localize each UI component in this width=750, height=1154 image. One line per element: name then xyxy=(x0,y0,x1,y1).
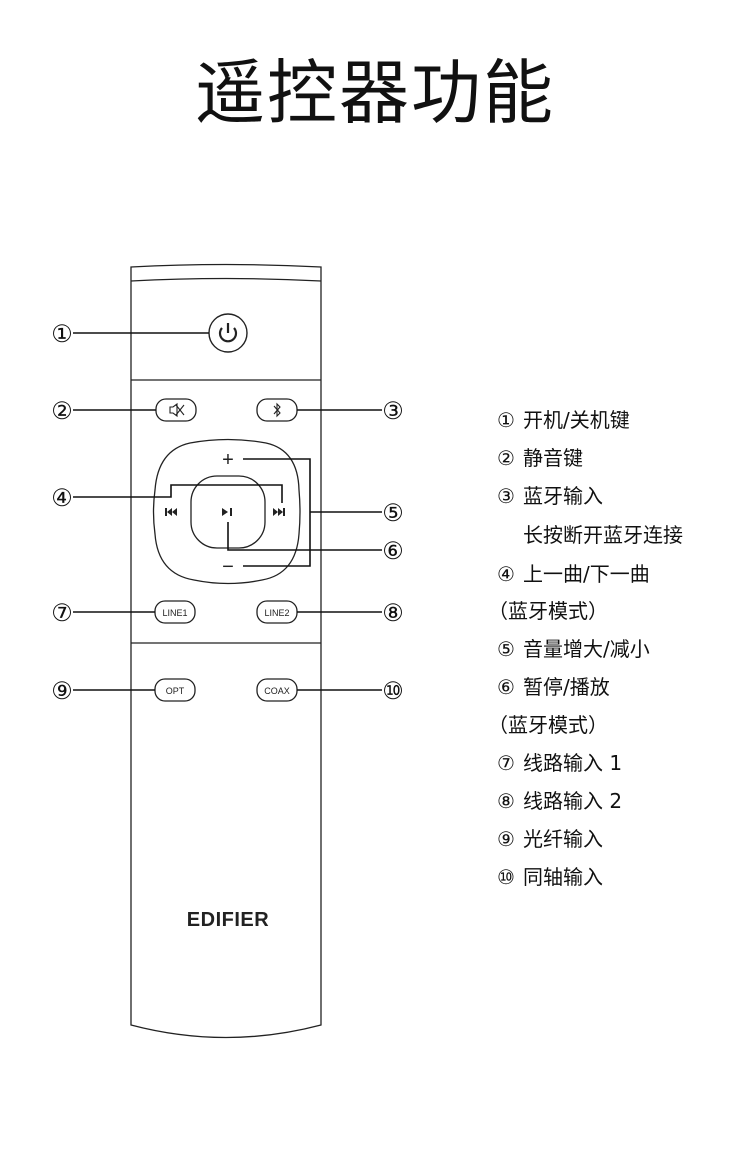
legend-number: ⑥ xyxy=(497,675,515,699)
opt-button[interactable]: OPT xyxy=(154,678,196,702)
legend-item: ② 静音键 xyxy=(497,448,583,468)
callout-6: ⑥ xyxy=(382,538,404,565)
previous-icon xyxy=(165,508,177,516)
legend-item: （蓝牙模式） xyxy=(488,715,608,735)
legend-text: 暂停/播放 xyxy=(523,675,610,699)
svg-text:LINE2: LINE2 xyxy=(264,608,289,618)
callout-9: ⑨ xyxy=(51,678,73,705)
mute-icon xyxy=(169,402,185,418)
legend-text: 上一曲/下一曲 xyxy=(523,562,650,586)
power-icon xyxy=(218,323,238,343)
brand-logo: EDIFIER xyxy=(187,909,269,931)
bluetooth-icon xyxy=(273,402,281,418)
bluetooth-button[interactable] xyxy=(256,398,298,422)
legend-item: ⑨ 光纤输入 xyxy=(497,829,603,849)
legend-text: 线路输入 2 xyxy=(523,789,623,813)
power-button[interactable] xyxy=(208,313,248,353)
legend-text: （蓝牙模式） xyxy=(488,713,608,737)
volume-down-button[interactable]: − xyxy=(222,556,234,578)
volume-up-button[interactable]: + xyxy=(222,449,234,471)
legend-number: ② xyxy=(497,446,515,470)
legend-number: ⑩ xyxy=(497,865,515,889)
legend-number: ③ xyxy=(497,484,515,508)
legend-item: ④ 上一曲/下一曲 xyxy=(497,564,650,584)
next-icon xyxy=(273,508,285,516)
callout-7: ⑦ xyxy=(51,600,73,627)
legend-item: ⑥ 暂停/播放 xyxy=(497,677,610,697)
page-title: 遥控器功能 xyxy=(195,52,555,134)
legend-text: 同轴输入 xyxy=(523,865,603,889)
legend-item: ⑩ 同轴输入 xyxy=(497,867,603,887)
legend-item: ③ 蓝牙输入 xyxy=(497,486,603,506)
remote-body xyxy=(130,263,322,1039)
legend-item: 长按断开蓝牙连接 xyxy=(497,525,683,545)
next-track-button[interactable] xyxy=(273,508,285,516)
callout-10: ⑩ xyxy=(382,678,404,705)
legend-item: ⑦ 线路输入 1 xyxy=(497,753,622,773)
callout-3: ③ xyxy=(382,398,404,425)
svg-text:OPT: OPT xyxy=(166,686,185,696)
dpad-outer xyxy=(152,438,301,585)
coax-button[interactable]: COAX xyxy=(256,678,298,702)
mute-button[interactable] xyxy=(155,398,197,422)
legend-number: ⑨ xyxy=(497,827,515,851)
legend-text: 静音键 xyxy=(523,446,583,470)
svg-text:LINE1: LINE1 xyxy=(162,608,187,618)
legend-number: ④ xyxy=(497,562,515,586)
callout-1: ① xyxy=(51,321,73,348)
legend-text: 线路输入 1 xyxy=(523,751,623,775)
legend-number: ⑦ xyxy=(497,751,515,775)
legend-item: ⑤ 音量增大/减小 xyxy=(497,639,650,659)
callout-4: ④ xyxy=(51,485,73,512)
svg-text:COAX: COAX xyxy=(264,686,290,696)
callout-8: ⑧ xyxy=(382,600,404,627)
top-band-line xyxy=(130,277,322,282)
legend-item: （蓝牙模式） xyxy=(488,601,608,621)
previous-track-button[interactable] xyxy=(165,508,177,516)
callout-5: ⑤ xyxy=(382,500,404,527)
legend-text: 蓝牙输入 xyxy=(523,484,603,508)
legend-item: ⑧ 线路输入 2 xyxy=(497,791,622,811)
callout-2: ② xyxy=(51,398,73,425)
legend-number: ⑧ xyxy=(497,789,515,813)
legend-text: 长按断开蓝牙连接 xyxy=(523,523,683,547)
legend-number: ① xyxy=(497,408,515,432)
play-pause-icon xyxy=(222,508,232,516)
legend-text: （蓝牙模式） xyxy=(488,599,608,623)
line2-button[interactable]: LINE2 xyxy=(256,600,298,624)
legend-item: ① 开机/关机键 xyxy=(497,410,630,430)
callout-lines xyxy=(73,332,382,691)
legend-text: 音量增大/减小 xyxy=(523,637,650,661)
legend-number: ⑤ xyxy=(497,637,515,661)
line1-button[interactable]: LINE1 xyxy=(154,600,196,624)
legend-text: 开机/关机键 xyxy=(523,408,630,432)
legend-text: 光纤输入 xyxy=(523,827,603,851)
